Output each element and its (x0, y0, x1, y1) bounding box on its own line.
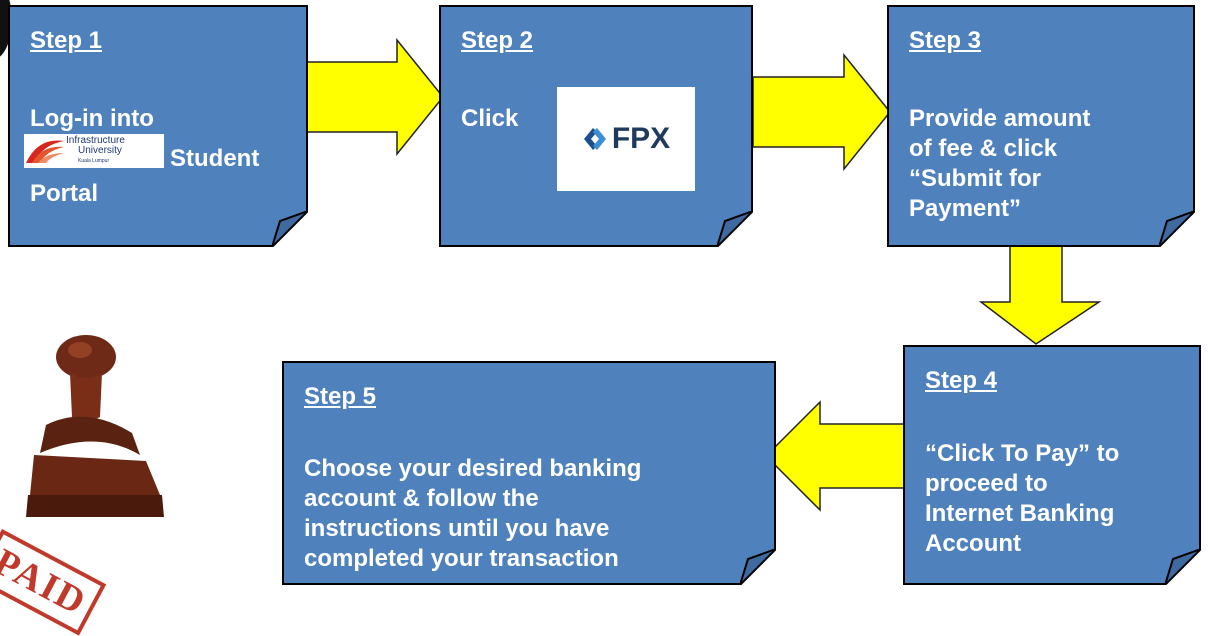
step3-line: of fee & click (909, 135, 1058, 162)
step3-note: Step 3 Provide amount of fee & click “Su… (887, 5, 1195, 247)
step3-line: Provide amount (909, 105, 1091, 132)
step5-line: account & follow the (304, 485, 539, 512)
step4-line: proceed to (925, 470, 1048, 497)
paid-stamp: PAID (0, 305, 200, 636)
step2-text: Click (461, 105, 519, 132)
step4-line: Account (925, 530, 1021, 557)
step4-note: Step 4 “Click To Pay” to proceed to Inte… (903, 345, 1201, 585)
step5-note: Step 5 Choose your desired banking accou… (282, 361, 776, 585)
iu-logo-line3: Kuala Lumpur (78, 158, 110, 164)
fpx-logo-icon (583, 128, 606, 150)
step4-text: “Click To Pay” to proceed to Internet Ba… (925, 439, 1119, 559)
iu-logo-icon (26, 140, 64, 163)
step5-line: Choose your desired banking (304, 455, 642, 482)
step5-fold (740, 549, 776, 585)
step2-fold (717, 211, 753, 247)
step5-line: instructions until you have (304, 515, 610, 542)
step1-text-line3: Portal (30, 180, 99, 207)
fpx-logo-text: FPX (611, 122, 671, 155)
step4-title: Step 4 (925, 367, 998, 394)
step3-fold (1159, 211, 1195, 247)
step1-fold (272, 211, 308, 247)
step1-title: Step 1 (30, 27, 103, 54)
arrow-step1-to-step2 (305, 38, 444, 156)
arrow-step4-to-step5 (764, 400, 911, 512)
step4-line: “Click To Pay” to (925, 440, 1120, 467)
step4-fold (1165, 549, 1201, 585)
step3-title: Step 3 (909, 27, 982, 54)
step5-line: completed your transaction (304, 545, 619, 572)
iu-logo-line1: Infrastructure (66, 135, 125, 146)
step5-title: Step 5 (304, 383, 377, 410)
step3-line: Payment” (909, 195, 1022, 222)
rubber-stamp-icon (26, 335, 164, 517)
iu-logo: Infrastructure University Kuala Lumpur (24, 134, 164, 168)
step3-line: “Submit for (909, 165, 1041, 192)
step5-text: Choose your desired banking account & fo… (304, 454, 641, 574)
iu-logo-line2: University (78, 145, 122, 156)
step1-note: Step 1 Log-in into Infrastructure Univer… (8, 5, 308, 247)
step2-note: Step 2 Click FPX (439, 5, 753, 247)
step4-line: Internet Banking (925, 500, 1115, 527)
step3-text: Provide amount of fee & click “Submit fo… (909, 104, 1090, 224)
step1-text-line2: Student (170, 145, 260, 172)
arrow-step3-to-step4 (978, 244, 1102, 345)
arrow-step2-to-step3 (752, 53, 891, 171)
fpx-logo: FPX (557, 87, 695, 191)
step1-text-line1: Log-in into (30, 105, 154, 132)
step2-title: Step 2 (461, 27, 534, 54)
